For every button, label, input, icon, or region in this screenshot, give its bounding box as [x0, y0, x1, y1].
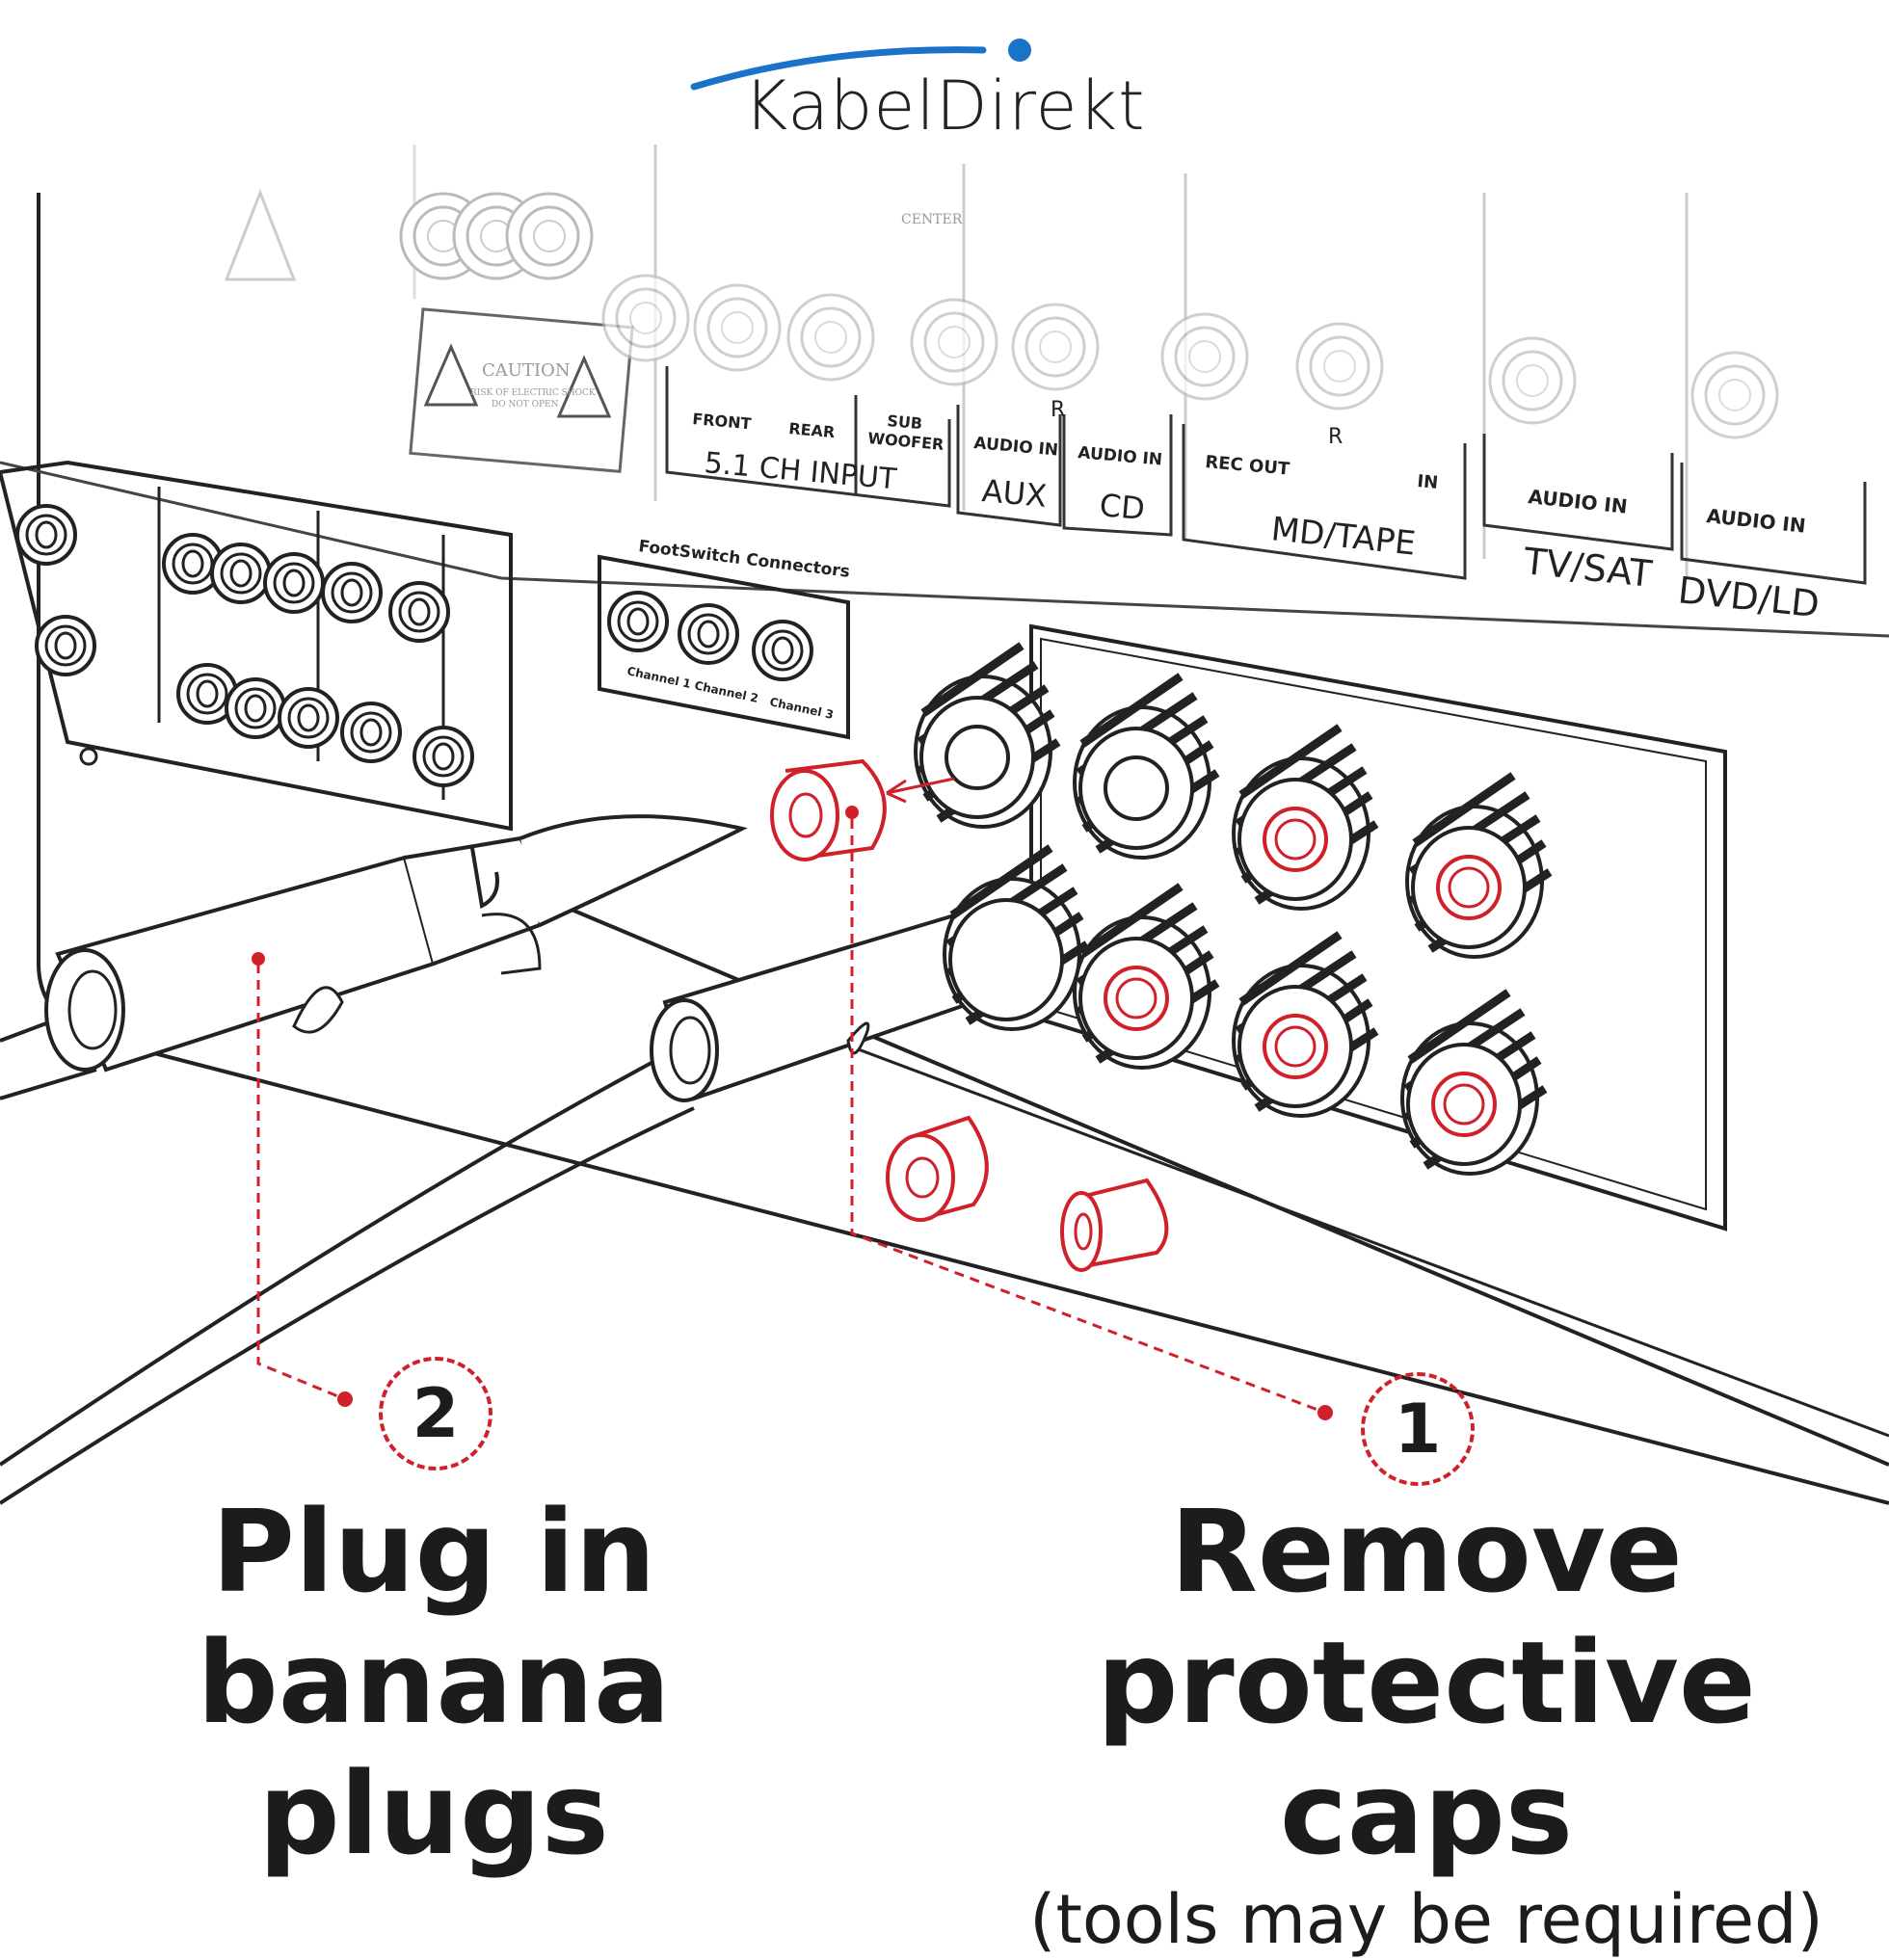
diagram-scene: KabelDirekt CENTER CAUTION RISK OF ELECT…: [0, 39, 1889, 1505]
step-1-note: (tools may be required): [1029, 1880, 1823, 1959]
label-tvsat-audio-in: AUDIO IN: [1527, 485, 1628, 518]
label-front: FRONT: [692, 410, 753, 433]
label-in: IN: [1417, 471, 1440, 493]
binding-post-icon: [1402, 993, 1545, 1174]
left-rca-cluster: [0, 460, 513, 832]
label-rear: REAR: [788, 419, 836, 441]
step-2-badge: 2: [379, 1357, 492, 1470]
label-center: CENTER: [901, 212, 963, 227]
binding-post-icon: [1234, 728, 1376, 909]
footswitch-connectors: FootSwitch Connectors Channel 1 Channel …: [598, 537, 851, 740]
label-dvd: DVD/LD: [1676, 569, 1822, 625]
warning-triangle-icon: [556, 355, 612, 418]
caution-box: [409, 307, 634, 473]
label-r-mark: R: [1051, 398, 1065, 422]
label-caution: CAUTION: [482, 360, 571, 381]
label-caution-sub2: DO NOT OPEN: [492, 400, 559, 410]
label-cd-audio-in: AUDIO IN: [1078, 443, 1163, 470]
banana-plug-icon: [0, 848, 1087, 1505]
step-2-number: 2: [412, 1374, 460, 1453]
label-footswitch: FootSwitch Connectors: [637, 537, 850, 582]
label-r-mark-2: R: [1328, 425, 1343, 449]
label-sub: SUB: [887, 411, 923, 433]
binding-post-icon: [1407, 776, 1550, 957]
plug-logo-icon: [470, 847, 499, 910]
screw-icon: [79, 747, 98, 766]
protective-cap-icon: [770, 758, 955, 861]
step-1-title-line1: Remove: [1170, 1485, 1683, 1618]
label-rec-out: REC OUT: [1205, 452, 1291, 480]
banana-plug-icon: [0, 814, 748, 1100]
brand-wordmark: KabelDirekt: [743, 66, 1145, 146]
label-woofer: WOOFER: [867, 429, 944, 454]
label-ch3: Channel 3: [768, 695, 835, 722]
label-caution-sub1: RISK OF ELECTRIC SHOCK: [470, 388, 596, 398]
brand-logo: KabelDirekt: [690, 39, 1145, 146]
step-1-badge: 1: [1361, 1372, 1475, 1486]
protective-cap-icon: [1060, 1178, 1169, 1272]
step-2-caption: Plug in banana plugs: [19, 1486, 848, 1879]
protective-cap-icon: [886, 1115, 989, 1222]
warning-triangle-icon: [224, 188, 297, 281]
step-2-title-line2: banana plugs: [197, 1616, 671, 1880]
label-ch1: Channel 1: [625, 664, 692, 691]
logo-swoosh-icon: [690, 46, 987, 91]
binding-post-icon: [1075, 676, 1217, 858]
warning-triangle-icon: [423, 343, 479, 407]
label-aux: AUX: [980, 472, 1048, 515]
label-aux-audio-in: AUDIO IN: [973, 434, 1059, 461]
label-ch2: Channel 2: [693, 678, 759, 705]
binding-post-icon: [916, 646, 1058, 827]
step-2-title-line1: Plug in: [211, 1485, 656, 1618]
label-cd: CD: [1098, 487, 1146, 527]
label-dvd-audio-in: AUDIO IN: [1705, 504, 1806, 538]
logo-dot-icon: [1008, 39, 1031, 62]
label-tvsat: TV/SAT: [1521, 540, 1655, 596]
speaker-terminal-block: [916, 623, 1727, 1232]
binding-post-icon: [1075, 887, 1217, 1068]
leader-lines: [256, 819, 1326, 1415]
step-1-title-line2: protective caps: [1097, 1616, 1756, 1880]
step-1-number: 1: [1394, 1390, 1442, 1469]
binding-post-icon: [1234, 935, 1376, 1116]
step-1-caption: Remove protective caps (tools may be req…: [964, 1486, 1889, 1960]
